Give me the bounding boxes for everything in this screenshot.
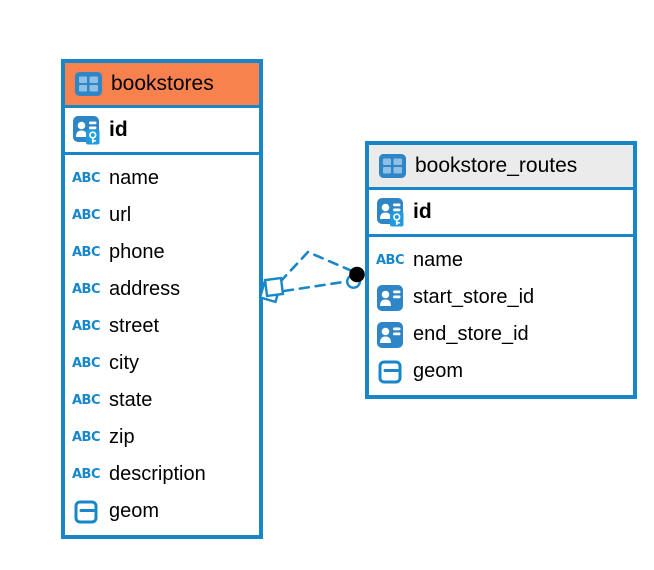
column-name: address [109,278,181,300]
table-title: bookstores [111,72,214,95]
table-bookstores[interactable]: bookstores id ABC name ABC url ABC phone AB… [61,59,263,539]
table-icon [378,154,406,178]
relationship-line-lower[interactable] [282,279,352,293]
table-bookstores-fields: ABC name ABC url ABC phone ABC address ABC st… [65,155,259,535]
column-name: name [109,167,160,189]
geometry-type-icon [376,360,404,384]
geometry-type-icon [72,500,100,524]
table-bookstores-header[interactable]: bookstores [65,63,259,108]
row-routes-name[interactable]: ABC name [369,242,633,279]
text-type-icon: ABC [72,282,101,297]
reference-type-icon [376,284,404,311]
column-name: geom [109,500,160,522]
column-name: url [109,204,132,226]
one-side-marker-stacked-squares [258,276,285,304]
row-bookstores-zip[interactable]: ABC zip [65,419,259,456]
text-type-icon: ABC [72,319,101,334]
row-routes-end-store-id[interactable]: end_store_id [369,316,633,353]
row-routes-start-store-id[interactable]: start_store_id [369,279,633,316]
table-title: bookstore_routes [415,154,578,177]
column-name: street [109,315,160,337]
row-bookstores-state[interactable]: ABC state [65,382,259,419]
row-bookstores-address[interactable]: ABC address [65,271,259,308]
many-side-marker-stacked-dots [346,266,365,290]
table-icon [74,72,102,96]
primary-key-icon [72,115,100,145]
column-name: geom [413,360,464,382]
column-name: id [109,118,128,141]
text-type-icon: ABC [376,253,405,268]
relationship-line-upper[interactable] [278,250,354,284]
row-bookstores-description[interactable]: ABC description [65,456,259,493]
column-name: zip [109,426,135,448]
row-bookstores-name[interactable]: ABC name [65,160,259,197]
row-bookstores-url[interactable]: ABC url [65,197,259,234]
column-name: start_store_id [413,286,535,308]
table-bookstore-routes-header[interactable]: bookstore_routes [369,145,633,190]
relationship-bookstores-to-routes[interactable] [258,250,365,304]
table-bookstore-routes[interactable]: bookstore_routes id ABC name start_store_… [365,141,637,399]
text-type-icon: ABC [72,208,101,223]
text-type-icon: ABC [72,430,101,445]
text-type-icon: ABC [72,356,101,371]
primary-key-icon [376,197,404,227]
row-bookstores-street[interactable]: ABC street [65,308,259,345]
column-name: description [109,463,206,485]
column-name: name [413,249,464,271]
text-type-icon: ABC [72,393,101,408]
column-name: phone [109,241,165,263]
row-bookstores-geom[interactable]: geom [65,493,259,530]
text-type-icon: ABC [72,467,101,482]
table-routes-fields: ABC name start_store_id end_store_id geom [369,237,633,395]
row-bookstores-phone[interactable]: ABC phone [65,234,259,271]
reference-type-icon [376,321,404,348]
column-name: city [109,352,140,374]
column-name: id [413,200,432,223]
row-bookstores-id[interactable]: id [65,108,259,155]
text-type-icon: ABC [72,245,101,260]
column-name: end_store_id [413,323,529,345]
column-name: state [109,389,153,411]
row-routes-id[interactable]: id [369,190,633,237]
text-type-icon: ABC [72,171,101,186]
row-routes-geom[interactable]: geom [369,353,633,390]
row-bookstores-city[interactable]: ABC city [65,345,259,382]
